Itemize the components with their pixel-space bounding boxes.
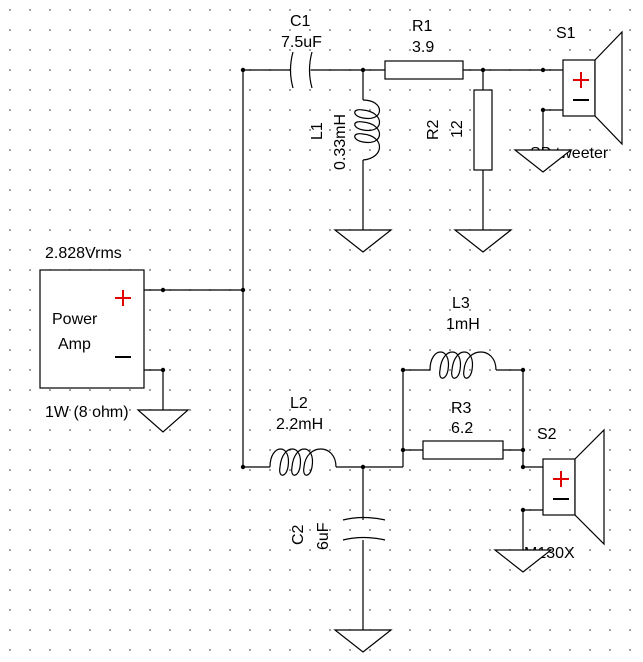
- resistor-r3[interactable]: [422, 440, 504, 460]
- source-name-line1: Power: [52, 311, 98, 328]
- source-voltage-label: 2.828Vrms: [45, 245, 122, 262]
- l2-value: 2.2mH: [276, 416, 323, 433]
- l3-ref: L3: [452, 295, 470, 312]
- l1-value: 0.33mH: [332, 114, 349, 170]
- junction-dots: [160, 67, 546, 513]
- ground-l1: [333, 229, 393, 253]
- resistor-r1[interactable]: [384, 60, 464, 80]
- l3-value: 1mH: [446, 316, 480, 333]
- inductor-l2[interactable]: [269, 448, 337, 476]
- c2-ref: C2: [290, 524, 307, 545]
- s1-ref: S1: [556, 25, 576, 42]
- l1-ref: L1: [309, 122, 326, 140]
- ground-source: [136, 409, 190, 433]
- r2-ref: R2: [425, 119, 442, 140]
- c1-ref: C1: [290, 13, 311, 30]
- wires: [144, 69, 563, 630]
- capacitor-c1[interactable]: [289, 51, 313, 89]
- r1-value: 3.9: [412, 39, 434, 56]
- r3-ref: R3: [451, 400, 472, 417]
- r1-ref: R1: [412, 18, 433, 35]
- r3-value: 6.2: [451, 420, 473, 437]
- speaker-s1[interactable]: [562, 30, 623, 146]
- ground-c2: [333, 629, 393, 653]
- capacitor-c2[interactable]: [342, 516, 386, 541]
- ground-s1: [513, 149, 573, 173]
- ground-r2: [453, 229, 513, 253]
- source-power-note: 1W (8 ohm): [45, 404, 129, 421]
- resistor-r2[interactable]: [473, 89, 493, 171]
- source-name-line2: Amp: [58, 336, 91, 353]
- ground-s2: [493, 549, 553, 573]
- speaker-s2[interactable]: [542, 428, 605, 546]
- ground-symbols: [136, 149, 573, 653]
- l2-ref: L2: [290, 395, 308, 412]
- power-amp-source[interactable]: [39, 269, 145, 389]
- inductor-l3[interactable]: [429, 351, 497, 379]
- r2-value: 12: [449, 120, 466, 138]
- s2-ref: S2: [537, 426, 557, 443]
- c2-value: 6uF: [315, 522, 332, 550]
- c1-value: 7.5uF: [281, 34, 322, 51]
- inductor-l1[interactable]: [354, 99, 380, 161]
